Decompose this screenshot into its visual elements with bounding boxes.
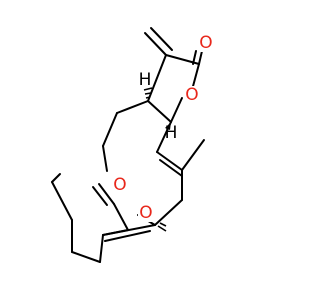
hash-bond bbox=[143, 87, 153, 91]
bond bbox=[147, 100, 172, 123]
bond bbox=[102, 112, 118, 147]
bond bbox=[154, 199, 183, 226]
hash-bond bbox=[157, 225, 167, 232]
bond bbox=[191, 63, 200, 91]
bond bbox=[159, 159, 183, 177]
bond bbox=[198, 50, 203, 65]
bond bbox=[192, 50, 197, 65]
hash-bond bbox=[145, 96, 151, 99]
bond bbox=[144, 32, 167, 56]
hash-bond bbox=[159, 222, 167, 227]
bond bbox=[104, 230, 151, 242]
bond bbox=[71, 251, 101, 263]
bond bbox=[51, 181, 73, 221]
oxygen-label: O bbox=[199, 33, 212, 53]
molecule-structure: O O H H O O bbox=[51, 27, 214, 263]
bond bbox=[51, 173, 61, 183]
hydrogen-label: H bbox=[165, 123, 178, 143]
oxygen-label: O bbox=[113, 175, 126, 195]
bond bbox=[113, 203, 129, 231]
bond bbox=[156, 151, 183, 171]
bond bbox=[92, 186, 108, 206]
bond bbox=[150, 27, 173, 51]
oxygen-label: O bbox=[139, 203, 152, 223]
bond bbox=[102, 224, 156, 236]
bond bbox=[181, 139, 205, 171]
bond bbox=[170, 97, 183, 123]
hash-bond bbox=[144, 92, 152, 95]
bond bbox=[116, 100, 149, 114]
oxygen-label: O bbox=[185, 85, 198, 105]
bond-skeleton bbox=[51, 27, 205, 263]
wedge-bond bbox=[165, 122, 171, 130]
bond bbox=[99, 234, 104, 263]
bond bbox=[98, 183, 115, 205]
bond bbox=[102, 145, 108, 172]
hydrogen-label: H bbox=[139, 70, 152, 90]
atom-labels: O O H H O O bbox=[112, 33, 214, 223]
